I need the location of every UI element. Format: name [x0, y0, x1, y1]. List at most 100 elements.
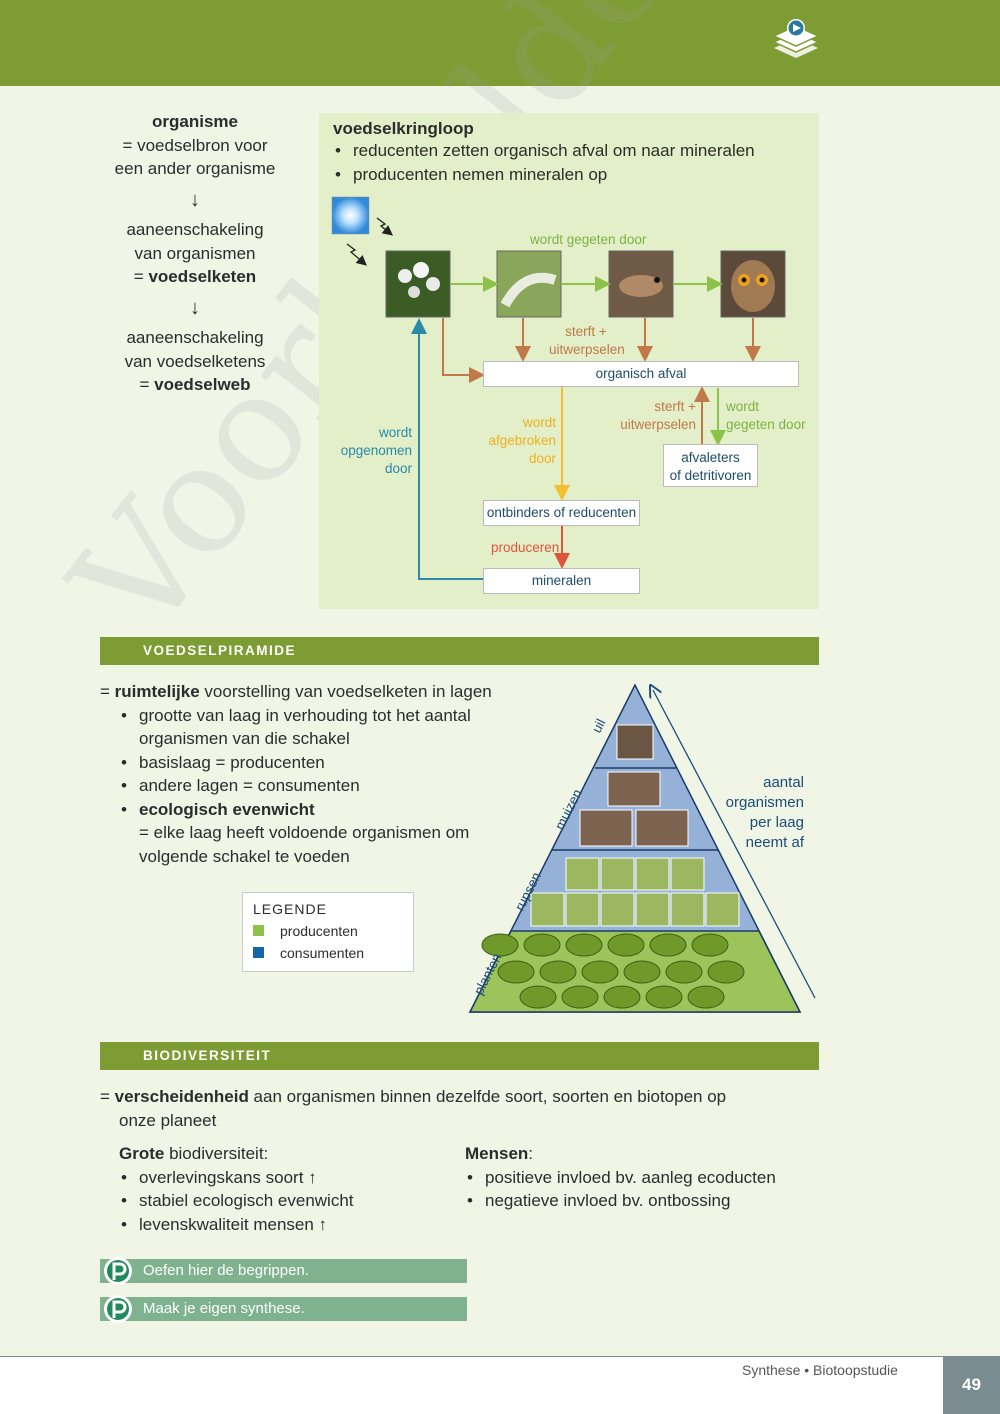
layers-play-icon[interactable] — [772, 18, 820, 66]
pyramid-bullet: basislaag = producenten — [119, 751, 530, 775]
leaf-photo — [649, 933, 687, 957]
section-header-biodiversiteit: BIODIVERSITEIT — [100, 1042, 819, 1070]
caterpillar-photo — [635, 892, 670, 927]
bio-bullet: positieve invloed bv. aanleg ecoducten — [465, 1166, 815, 1190]
kringloop-bullet: producenten nemen mineralen op — [333, 163, 755, 187]
leaf-photo — [691, 933, 729, 957]
caterpillar-photo — [565, 857, 600, 891]
down-arrow-icon: ↓ — [190, 296, 200, 319]
legend-item-consumenten: consumenten — [253, 945, 403, 961]
bio-grote: Grote biodiversiteit: overlevingskans so… — [119, 1142, 449, 1236]
sunlight-arrow — [346, 243, 367, 266]
label-eaten: wordt gegeten door — [530, 232, 647, 247]
oefen-label: Oefen hier de begrippen. — [143, 1262, 309, 1279]
footer — [0, 1357, 1000, 1414]
leaf-photo — [523, 933, 561, 957]
legend-box: LEGENDE producenten consumenten — [242, 892, 414, 972]
leaf-photo — [645, 985, 683, 1009]
caterpillar-photo — [565, 892, 600, 927]
section-header-voedselpiramide: VOEDSELPIRAMIDE — [100, 637, 819, 665]
bio-bullet: negatieve invloed bv. ontbossing — [465, 1189, 815, 1213]
pyramid-bullet: ecologisch evenwicht= elke laag heeft vo… — [119, 798, 530, 869]
leaf-photo — [623, 960, 661, 984]
owl-photo — [616, 724, 654, 760]
caterpillar-photo — [530, 892, 565, 927]
def-line: van organismen — [134, 243, 256, 263]
pyramid-text: = ruimtelijke voorstelling van voedselke… — [100, 680, 530, 868]
caterpillar-photo — [670, 857, 705, 891]
up-arrow-icon: ↑ — [308, 1167, 317, 1187]
box-mineralen: mineralen — [483, 568, 640, 594]
caterpillar-photo — [600, 857, 635, 891]
leaf-photo — [561, 985, 599, 1009]
leaf-photo — [497, 960, 535, 984]
leaf-photo — [539, 960, 577, 984]
up-arrow-icon: ↑ — [318, 1214, 328, 1234]
label-sterft-1: sterft +uitwerpselen — [549, 324, 625, 357]
term-voedselketen: = voedselketen — [133, 267, 257, 286]
photo-plant — [385, 250, 451, 318]
leaf-photo — [603, 985, 641, 1009]
kringloop-text: voedselkringloop reducenten zetten organ… — [333, 119, 755, 186]
mouse-photo — [607, 771, 661, 807]
pelckmans-p-icon — [104, 1257, 132, 1285]
footer-divider — [0, 1356, 943, 1357]
label-sterft-2: sterft +uitwerpselen — [620, 399, 696, 432]
def-line: van voedselketens — [124, 351, 266, 371]
leaf-photo — [565, 933, 603, 957]
caterpillar-photo — [705, 892, 740, 927]
label-produceren: produceren — [491, 540, 560, 555]
def-line: = voedselbron voor — [122, 135, 268, 155]
leaf-photo — [481, 933, 519, 957]
box-organisch-afval: organisch afval — [483, 361, 799, 387]
synthese-button[interactable]: Maak je eigen synthese. — [100, 1295, 467, 1323]
header-bar — [0, 0, 1000, 86]
leaf-photo — [581, 960, 619, 984]
caterpillar-photo — [670, 892, 705, 927]
oefen-button[interactable]: Oefen hier de begrippen. — [100, 1257, 467, 1285]
legend-item-producenten: producenten — [253, 923, 403, 939]
leaf-photo — [687, 985, 725, 1009]
green-swatch-icon — [253, 925, 264, 936]
caterpillar-photo — [635, 857, 670, 891]
bio-mensen: Mensen: positieve invloed bv. aanleg eco… — [465, 1142, 815, 1213]
food-pyramid — [468, 680, 816, 1013]
definition-column: organisme = voedselbron voor een ander o… — [100, 110, 290, 397]
footer-chapter: Synthese • Biotoopstudie — [742, 1362, 898, 1378]
sunlight-arrow — [376, 217, 394, 236]
photo-owl — [720, 250, 786, 318]
bio-bullet: stabiel ecologisch evenwicht — [119, 1189, 449, 1213]
pyramid-bullet: andere lagen = consumenten — [119, 774, 530, 798]
photo-caterpillar — [496, 250, 562, 318]
term-organisme: organisme — [152, 112, 238, 131]
legend-title: LEGENDE — [253, 901, 327, 917]
bio-bullet: overlevingskans soort ↑ — [119, 1166, 449, 1190]
box-ontbinders: ontbinders of reducenten — [483, 500, 640, 526]
page-number: 49 — [943, 1356, 1000, 1414]
term-voedselweb: = voedselweb — [139, 375, 251, 394]
blue-swatch-icon — [253, 947, 264, 958]
def-line: een ander organisme — [114, 159, 276, 178]
leaf-photo — [665, 960, 703, 984]
kringloop-bullet: reducenten zetten organisch afval om naa… — [333, 139, 755, 163]
kringloop-title: voedselkringloop — [333, 119, 474, 138]
bio-definition: = verscheidenheid aan organismen binnen … — [100, 1087, 727, 1130]
synthese-label: Maak je eigen synthese. — [143, 1300, 305, 1317]
sun-icon — [331, 196, 370, 235]
def-line: aaneenschakeling — [126, 328, 264, 347]
mouse-photo — [635, 809, 689, 847]
def-line: aaneenschakeling — [126, 220, 264, 239]
pyramid-bullet: grootte van laag in verhouding tot het a… — [119, 704, 530, 751]
leaf-photo — [519, 985, 557, 1009]
mouse-photo — [579, 809, 633, 847]
down-arrow-icon: ↓ — [190, 188, 200, 211]
leaf-photo — [707, 960, 745, 984]
photo-mouse — [608, 250, 674, 318]
leaf-photo — [607, 933, 645, 957]
bio-bullet: levenskwaliteit mensen ↑ — [119, 1213, 449, 1237]
